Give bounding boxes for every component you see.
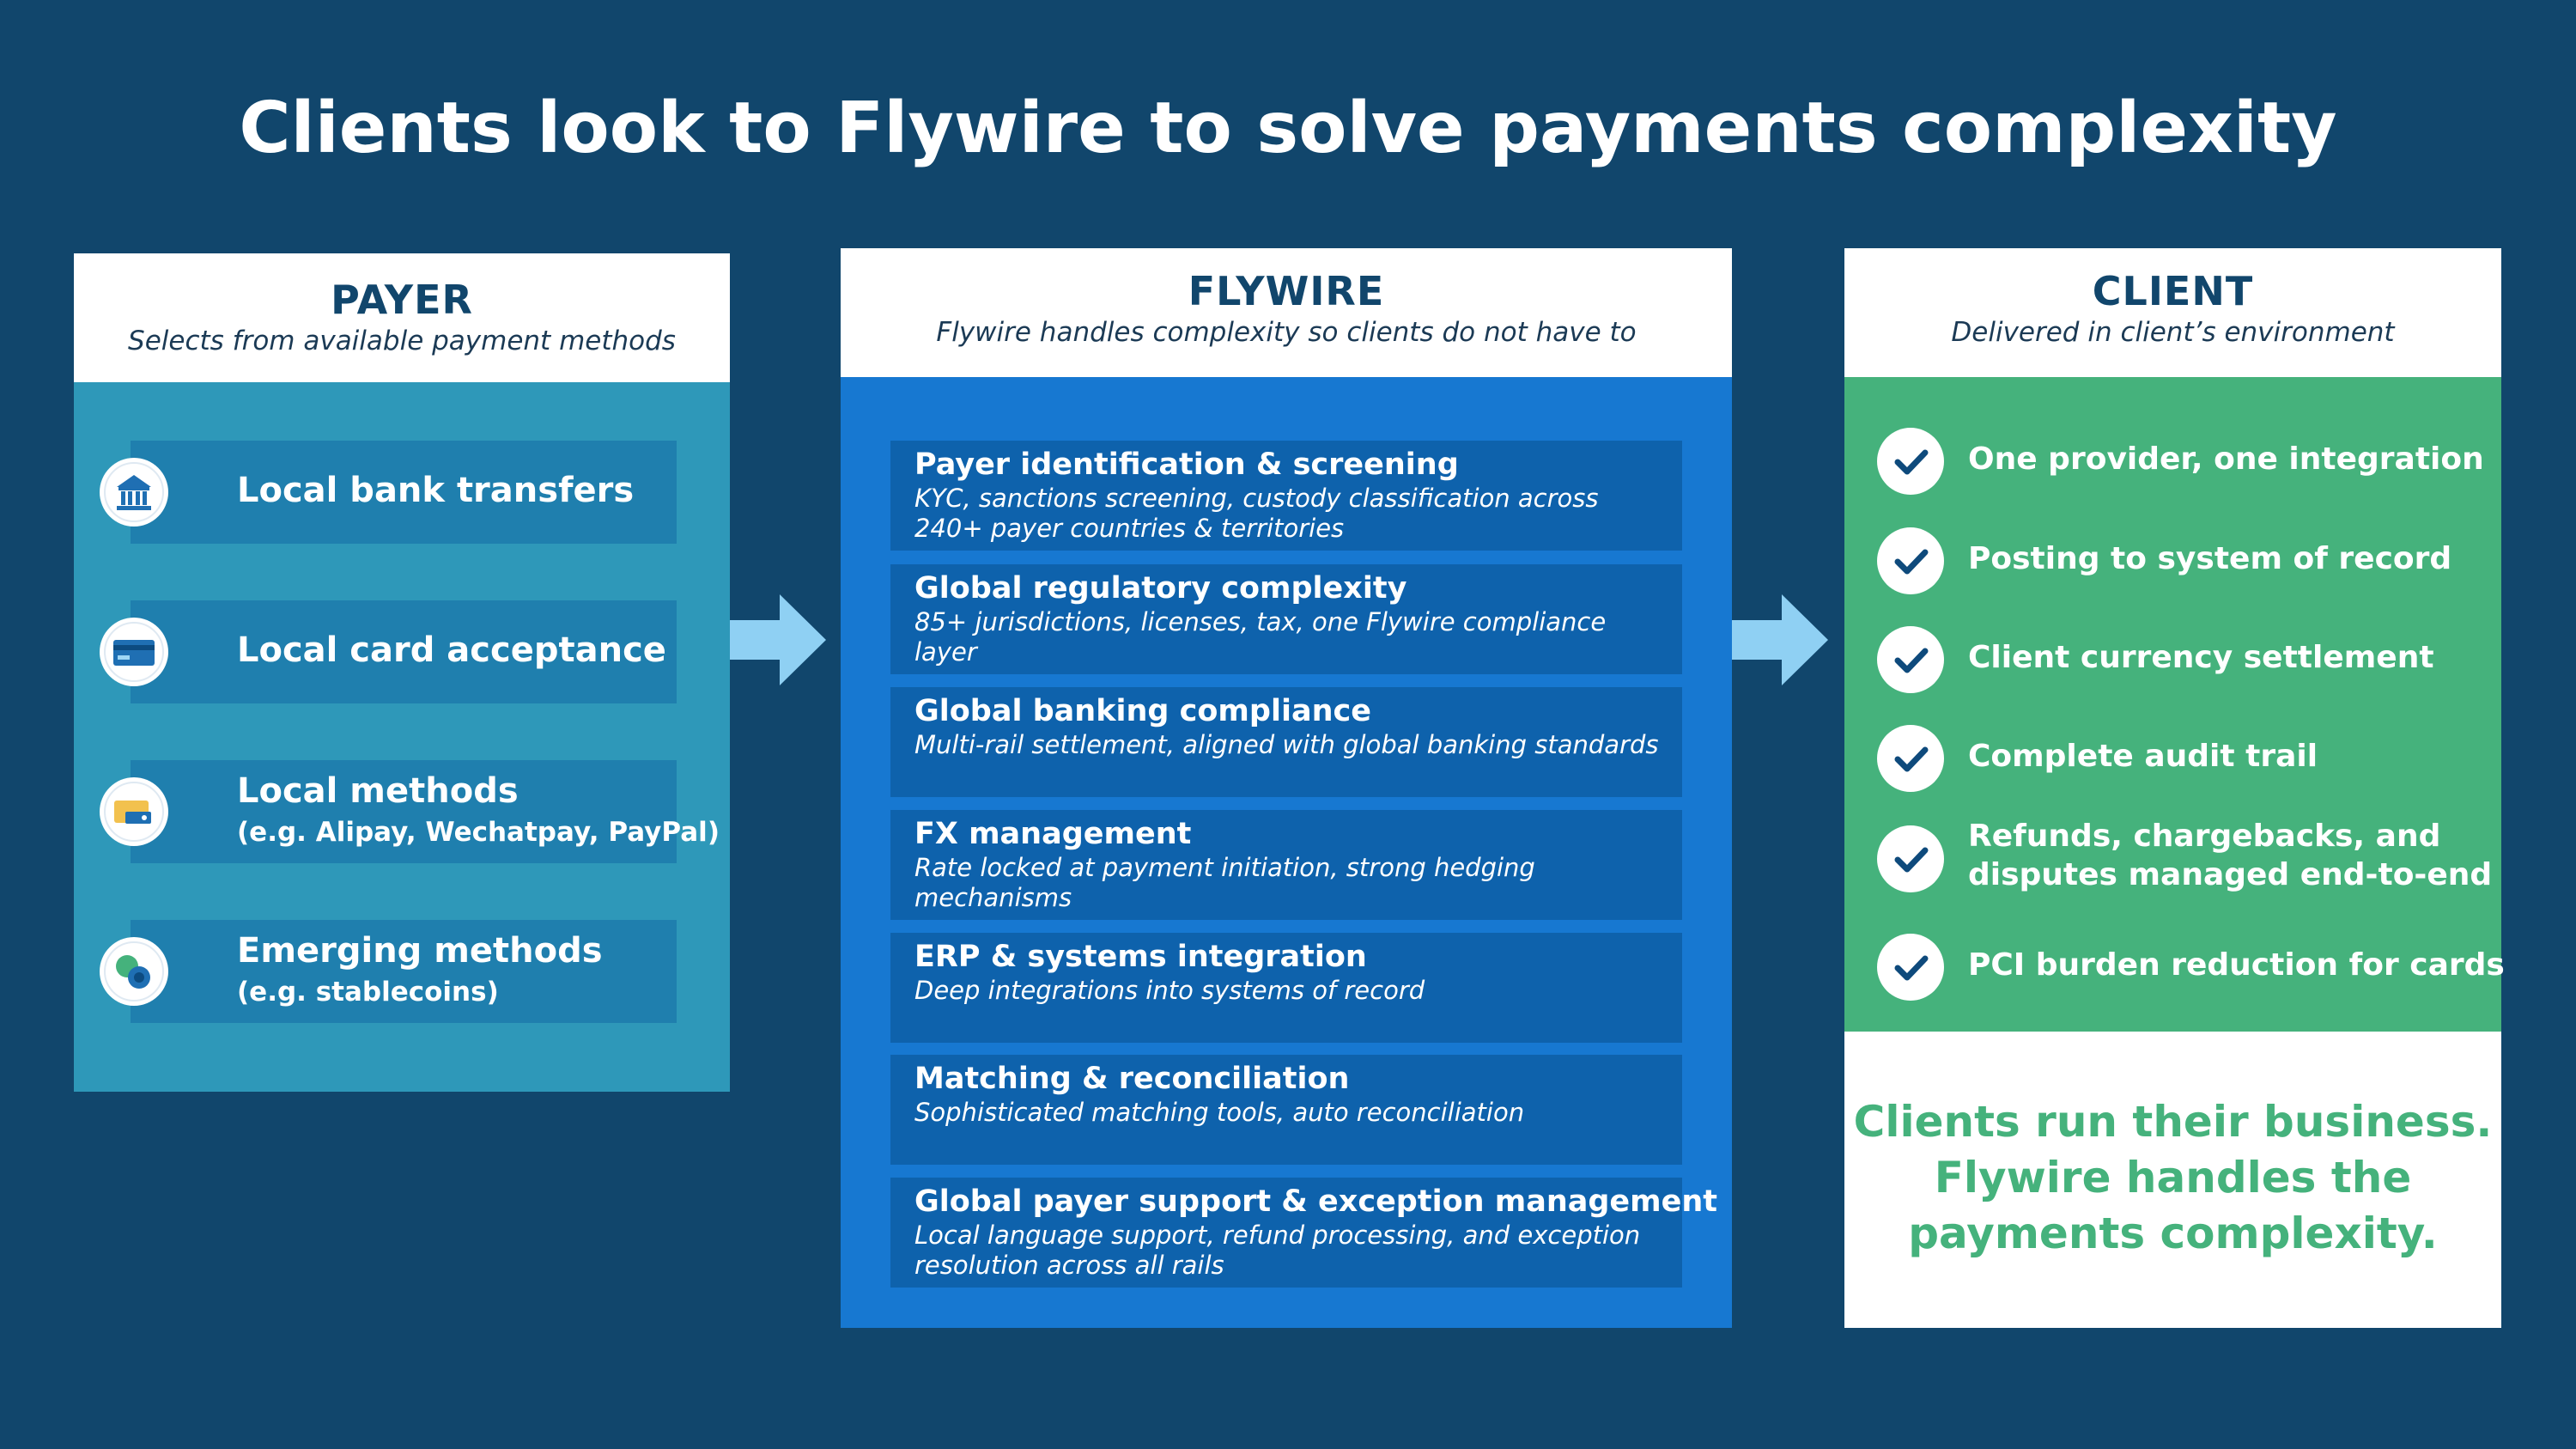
flywire-item-title: Global regulatory complexity bbox=[914, 571, 1407, 606]
credit-card-icon bbox=[100, 618, 168, 686]
payer-item-card: Local card acceptance bbox=[131, 600, 677, 703]
client-benefit-text: Posting to system of record bbox=[1968, 541, 2452, 576]
arrow-right-icon bbox=[730, 594, 826, 685]
client-heading: CLIENT bbox=[2092, 268, 2254, 314]
client-benefits: One provider, one integration Posting to… bbox=[1844, 377, 2505, 1032]
flywire-item: Payer identification & screening KYC, sa… bbox=[890, 441, 1682, 551]
payer-item-sub: (e.g. stablecoins) bbox=[237, 977, 499, 1008]
flywire-item-desc: Deep integrations into systems of record bbox=[914, 976, 1425, 1005]
flywire-panel: FLYWIRE Flywire handles complexity so cl… bbox=[841, 248, 1732, 1328]
flywire-item-desc: Rate locked at payment initiation, stron… bbox=[914, 853, 1535, 912]
flywire-item-title: Matching & reconciliation bbox=[914, 1062, 1350, 1096]
flywire-item-desc: Multi-rail settlement, aligned with glob… bbox=[914, 730, 1659, 759]
wallet-icon bbox=[100, 777, 168, 846]
page-title: Clients look to Flywire to solve payment… bbox=[239, 88, 2337, 169]
payer-item-sub: (e.g. Alipay, Wechatpay, PayPal) bbox=[237, 817, 720, 848]
payer-heading: PAYER bbox=[331, 277, 473, 323]
flywire-item: Global regulatory complexity 85+ jurisdi… bbox=[890, 564, 1682, 674]
flywire-item-title: Payer identification & screening bbox=[914, 447, 1459, 482]
arrow-right-icon bbox=[1732, 594, 1828, 685]
payer-item-label: Local methods bbox=[237, 771, 519, 811]
flywire-subheading: Flywire handles complexity so clients do… bbox=[936, 317, 1637, 348]
flywire-item-desc: 85+ jurisdictions, licenses, tax, one Fl… bbox=[914, 607, 1607, 667]
payer-panel: PAYER Selects from available payment met… bbox=[74, 253, 730, 1092]
flywire-item: Global banking compliance Multi-rail set… bbox=[890, 687, 1682, 797]
client-tagline: Clients run their business. Flywire hand… bbox=[1844, 1094, 2501, 1262]
checkmark-icon bbox=[1877, 725, 1944, 792]
checkmark-icon bbox=[1877, 934, 1944, 1001]
payer-item-local-methods: Local methods (e.g. Alipay, Wechatpay, P… bbox=[131, 760, 720, 863]
flywire-item: FX management Rate locked at payment ini… bbox=[890, 810, 1682, 920]
client-header: CLIENT Delivered in client’s environment bbox=[1844, 248, 2501, 377]
payer-subheading: Selects from available payment methods bbox=[128, 326, 676, 356]
payer-header: PAYER Selects from available payment met… bbox=[74, 253, 730, 382]
flywire-item-title: ERP & systems integration bbox=[914, 940, 1367, 974]
flywire-item-desc: Sophisticated matching tools, auto recon… bbox=[914, 1098, 1525, 1127]
client-benefit-text: Complete audit trail bbox=[1968, 739, 2318, 774]
checkmark-icon bbox=[1877, 527, 1944, 594]
flywire-item: ERP & systems integration Deep integrati… bbox=[890, 933, 1682, 1043]
bank-icon bbox=[100, 458, 168, 527]
tagline-line: Flywire handles the bbox=[1934, 1153, 2412, 1202]
client-benefit-text: disputes managed end-to-end bbox=[1968, 857, 2493, 892]
payer-item-label: Local bank transfers bbox=[237, 471, 635, 510]
client-benefit-text: Client currency settlement bbox=[1968, 640, 2434, 675]
flywire-item: Matching & reconciliation Sophisticated … bbox=[890, 1055, 1682, 1165]
checkmark-icon bbox=[1877, 825, 1944, 892]
flywire-item: Global payer support & exception managem… bbox=[890, 1178, 1717, 1288]
coins-icon bbox=[100, 937, 168, 1006]
flywire-item-title: FX management bbox=[914, 817, 1192, 851]
flywire-item-title: Global banking compliance bbox=[914, 694, 1371, 728]
client-benefit-text: Refunds, chargebacks, and bbox=[1968, 819, 2441, 854]
checkmark-icon bbox=[1877, 626, 1944, 693]
flywire-header: FLYWIRE Flywire handles complexity so cl… bbox=[841, 248, 1732, 377]
payer-item-bank: Local bank transfers bbox=[131, 441, 677, 544]
tagline-line: Clients run their business. bbox=[1853, 1097, 2493, 1147]
flywire-item-title: Global payer support & exception managem… bbox=[914, 1184, 1718, 1219]
flywire-item-desc: KYC, sanctions screening, custody classi… bbox=[914, 484, 1599, 543]
checkmark-icon bbox=[1877, 428, 1944, 495]
payer-item-label: Local card acceptance bbox=[237, 630, 666, 670]
client-benefit-text: PCI burden reduction for cards bbox=[1968, 947, 2505, 983]
flywire-heading: FLYWIRE bbox=[1188, 268, 1385, 314]
client-panel: CLIENT Delivered in client’s environment… bbox=[1844, 248, 2505, 1328]
payer-item-label: Emerging methods bbox=[237, 931, 603, 971]
payer-item-emerging-methods: Emerging methods (e.g. stablecoins) bbox=[131, 920, 677, 1023]
client-benefit-text: One provider, one integration bbox=[1968, 441, 2484, 477]
client-subheading: Delivered in client’s environment bbox=[1951, 317, 2395, 348]
flywire-item-desc: Local language support, refund processin… bbox=[914, 1221, 1641, 1280]
tagline-line: payments complexity. bbox=[1908, 1209, 2438, 1258]
